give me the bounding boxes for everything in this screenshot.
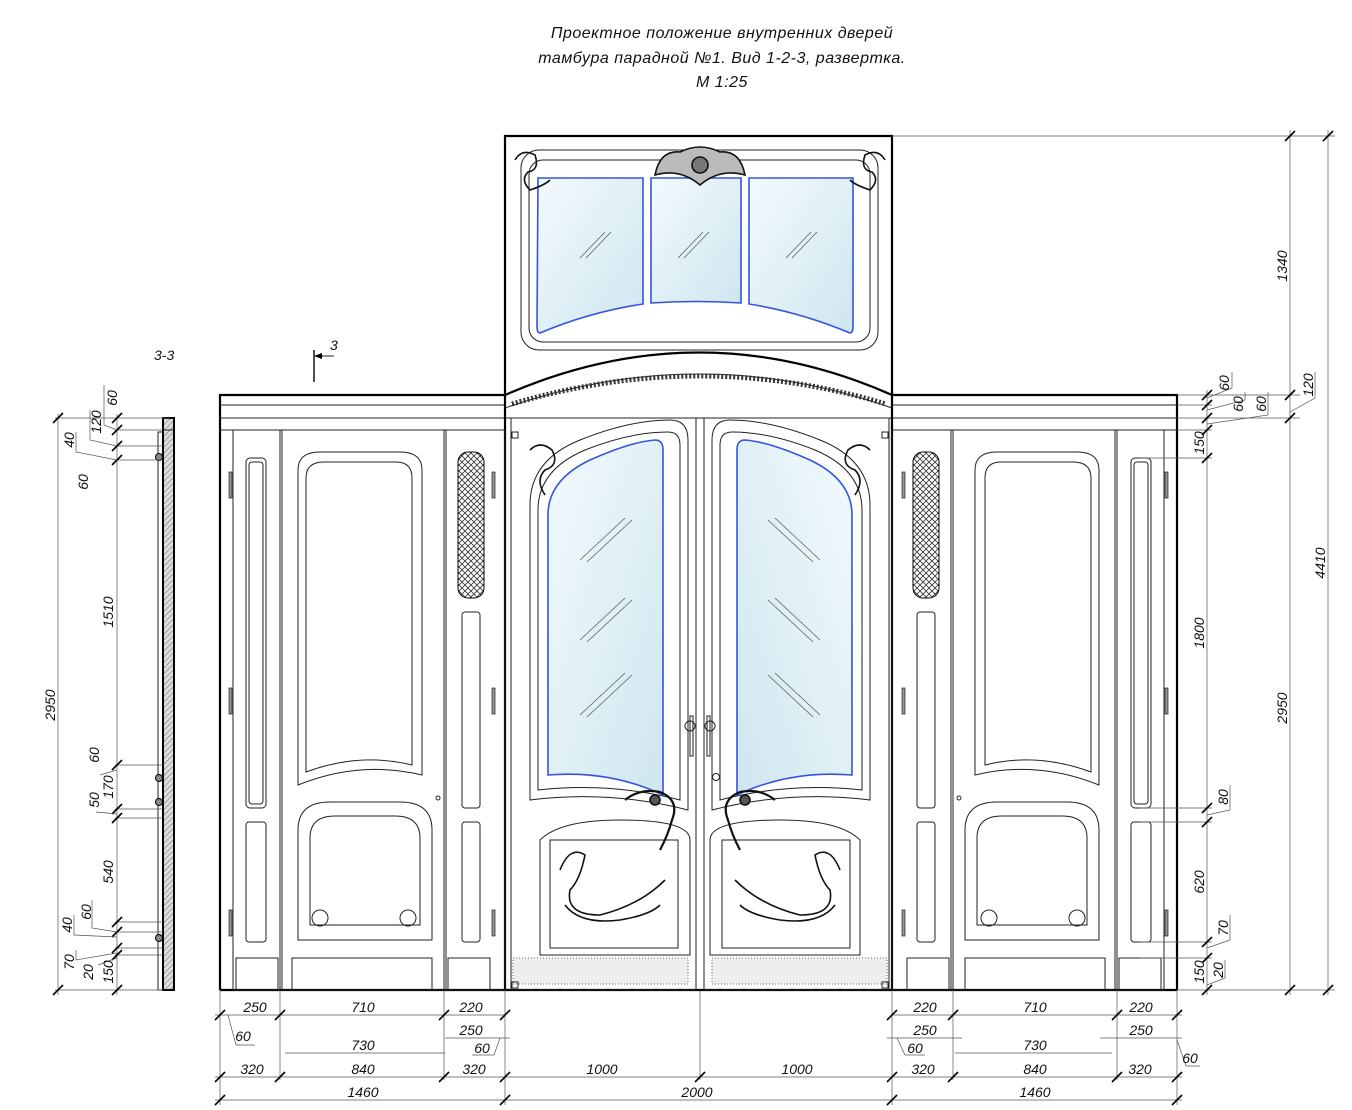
dim-label: 60 <box>1182 1050 1198 1066</box>
dim-label: 60 <box>1216 375 1232 391</box>
dim-label: 60 <box>78 904 94 920</box>
dim-label: 60 <box>474 1040 490 1056</box>
dim-label: 20 <box>80 964 96 981</box>
dim-label: 50 <box>86 792 102 808</box>
dim-label: 70 <box>61 954 77 970</box>
door-glass <box>547 439 664 797</box>
transom-glass-right <box>748 177 854 334</box>
dim-label: 150 <box>100 960 116 984</box>
dim-label: 840 <box>1023 1061 1047 1077</box>
dim-label: 60 <box>907 1040 923 1056</box>
title-line-1: Проектное положение внутренних дверей <box>551 25 893 42</box>
dim-label: 710 <box>1023 999 1047 1015</box>
title-line-2: тамбура парадной №1. Вид 1-2-3, развертк… <box>538 50 905 67</box>
transom-ornament <box>514 146 886 191</box>
dim-label: 2950 <box>42 689 58 721</box>
main-frame <box>218 393 1179 992</box>
dim-label: 60 <box>104 390 120 406</box>
dim-label: 20 <box>1210 962 1226 979</box>
left-side-panel <box>228 429 506 991</box>
dim-label: 4410 <box>1312 547 1328 578</box>
dim-label: 1460 <box>1019 1084 1050 1100</box>
dim-label: 320 <box>911 1061 935 1077</box>
dim-label: 1000 <box>781 1061 812 1077</box>
dim-label: 1460 <box>347 1084 378 1100</box>
transom-glass-center <box>650 177 742 304</box>
dim-label: 40 <box>59 917 75 933</box>
right-dimensions: 60 60 60 150 1800 80 620 70 150 20 1340 … <box>892 130 1335 996</box>
dim-label: 120 <box>1300 373 1316 397</box>
dim-label: 80 <box>1215 789 1231 805</box>
dim-label: 120 <box>88 410 104 434</box>
dim-label: 320 <box>240 1061 264 1077</box>
dim-label: 1340 <box>1274 250 1290 281</box>
keyhole-icon <box>712 773 720 781</box>
dim-label: 320 <box>462 1061 486 1077</box>
dim-label: 250 <box>458 1022 483 1038</box>
dim-label: 540 <box>100 860 116 884</box>
title-scale: М 1:25 <box>696 74 748 91</box>
transom <box>503 134 894 409</box>
dim-label: 250 <box>242 999 267 1015</box>
dim-label: 220 <box>458 999 483 1015</box>
dim-label: 620 <box>1191 870 1207 894</box>
dim-label: 220 <box>912 999 937 1015</box>
section-label: 3-3 <box>154 347 174 363</box>
right-door-leaf <box>702 416 891 992</box>
dim-label: 710 <box>351 999 375 1015</box>
drawing-title: Проектное положение внутренних дверей та… <box>538 25 905 91</box>
dim-label: 60 <box>86 747 102 763</box>
dim-label: 60 <box>235 1028 251 1044</box>
dim-label: 60 <box>1230 396 1246 412</box>
dim-label: 60 <box>1253 396 1269 412</box>
dim-label: 320 <box>1128 1061 1152 1077</box>
door-carving <box>529 444 676 922</box>
section-3-3-profile <box>52 385 175 996</box>
dim-label: 170 <box>100 775 116 799</box>
dim-label: 150 <box>1191 431 1207 455</box>
section-marker: 3 <box>313 337 338 382</box>
dim-label: 70 <box>1215 920 1231 936</box>
dim-label: 250 <box>912 1022 937 1038</box>
dim-label: 2950 <box>1274 692 1290 724</box>
dim-label: 250 <box>1128 1022 1153 1038</box>
dim-label: 1510 <box>100 596 116 627</box>
bottom-dimensions: 250 710 220 220 710 220 250 250 250 60 6… <box>214 990 1200 1106</box>
section-marker-label: 3 <box>330 337 338 353</box>
dim-label: 220 <box>1128 999 1153 1015</box>
dim-label: 150 <box>1191 960 1207 984</box>
dim-label: 840 <box>351 1061 375 1077</box>
left-door-leaf <box>510 417 697 991</box>
dim-label: 730 <box>1023 1037 1047 1053</box>
transom-glass-left <box>536 177 644 334</box>
right-side-panel <box>891 429 1169 991</box>
dim-label: 2000 <box>680 1084 712 1100</box>
dim-label: 60 <box>75 474 91 490</box>
dim-label: 40 <box>61 432 77 448</box>
left-section-dimensions: 2950 60 120 40 60 1510 60 170 50 540 40 … <box>42 390 120 984</box>
dim-label: 730 <box>351 1037 375 1053</box>
dim-label: 1000 <box>586 1061 617 1077</box>
dim-label: 1800 <box>1191 617 1207 648</box>
